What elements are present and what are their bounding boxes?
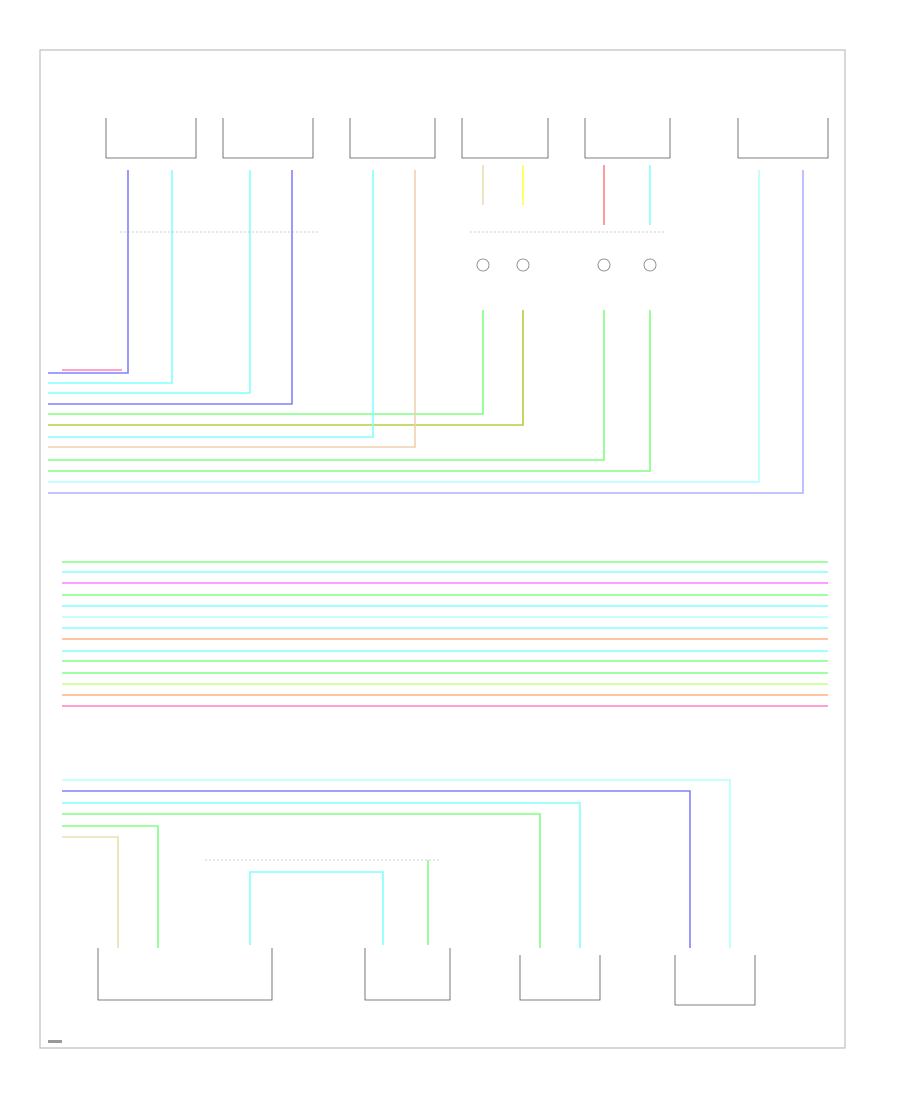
wire-cyan-4 <box>48 170 760 483</box>
bottom-components <box>97 859 756 1006</box>
wire-cyan-1 <box>48 170 173 384</box>
wire-cyan-2 <box>48 170 251 394</box>
bottom-wires <box>62 779 731 948</box>
wire-olive-1 <box>48 310 524 426</box>
ground-3 <box>597 258 611 272</box>
wire-violet-3 <box>48 170 804 494</box>
connector-top-2 <box>222 118 314 159</box>
connector-top-3 <box>349 118 436 159</box>
wire-tan-1 <box>48 170 416 448</box>
wire-violet-2 <box>48 170 293 405</box>
connector-bottom-2 <box>364 948 451 1001</box>
middle-bus <box>62 561 828 707</box>
ground-4 <box>643 258 657 272</box>
ground-symbols <box>476 258 657 272</box>
connector-top-6 <box>737 118 829 159</box>
connector-top-1 <box>105 118 197 159</box>
wire-green-3 <box>48 310 651 472</box>
diagram-frame <box>39 49 846 1049</box>
wire-bottom-cyan-2 <box>62 802 581 948</box>
ground-1 <box>476 258 490 272</box>
wire-bottom-cyan-1 <box>62 779 731 948</box>
top-wires <box>48 165 804 494</box>
wire-green-1 <box>48 310 484 415</box>
wire-bottom-tan-1 <box>62 836 119 948</box>
connector-bottom-4 <box>674 955 756 1006</box>
wire-bottom-green-1 <box>62 813 541 948</box>
connector-bottom-3 <box>519 955 601 1001</box>
connector-top-4 <box>461 118 549 159</box>
wire-violet-1 <box>48 170 129 374</box>
wire-cyan-3 <box>48 170 374 438</box>
wire-bottom-cyan-3 <box>249 871 384 945</box>
wire-bottom-violet-1 <box>62 790 691 948</box>
corner-mark <box>48 1040 62 1043</box>
wire-bottom-green-2 <box>62 825 159 948</box>
ground-2 <box>516 258 530 272</box>
connector-bottom-1 <box>97 948 273 1001</box>
wire-green-2 <box>48 310 605 461</box>
top-components <box>105 118 829 159</box>
connector-top-5 <box>584 118 671 159</box>
